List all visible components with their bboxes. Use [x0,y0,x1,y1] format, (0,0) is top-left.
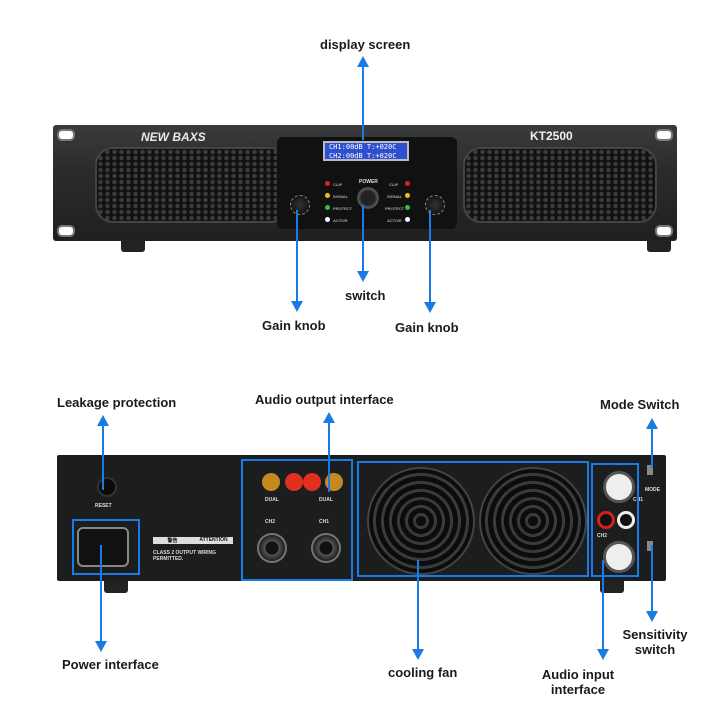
power-interface-highlight [72,519,140,575]
rca-input-white[interactable] [617,511,635,529]
amplifier-front-panel: NEW BAXS KT2500 CH1:00dB T:+020C CH2:00d… [53,125,677,241]
right-vent-grille [463,147,657,223]
speakon-output-ch1[interactable] [311,533,341,563]
arrow-power-interface [95,545,107,652]
label-gain-knob-left: Gain knob [262,318,326,333]
class-note: CLASS 2 OUTPUT WIRING PERMITTED. [153,550,217,562]
led-label: ACTIVE [333,218,348,223]
label-switch: switch [345,288,386,303]
attention-title: ATTENTION [199,537,228,543]
arrow-audio-input [597,560,609,660]
label-audio-input: Audio input interface [540,667,616,697]
signal-led-left [325,193,330,198]
warning-label-area: 警告 ATTENTION CLASS 2 OUTPUT WIRING PERMI… [153,537,233,579]
binding-post[interactable] [285,473,303,491]
protect-led-right [405,205,410,210]
power-label: POWER [359,179,378,185]
amplifier-back-panel: RESET 警告 ATTENTION CLASS 2 OUTPUT WIRING… [57,455,666,581]
arrow-gain-knob-left [291,210,303,312]
xlr-input-ch2[interactable] [603,541,635,573]
model-label: KT2500 [530,129,573,143]
rack-ear-hole [655,129,673,141]
label-display-screen: display screen [320,37,411,52]
label-line: Audio input [541,667,615,682]
rack-ear-hole [57,225,75,237]
clip-led-left [325,181,330,186]
binding-post[interactable] [303,473,321,491]
cooling-fan-right [479,467,587,575]
clip-led-right [405,181,410,186]
binding-post[interactable] [262,473,280,491]
arrow-display-screen [357,56,369,140]
arrow-cooling-fan [412,560,424,660]
label-line: Sensitivity [622,627,688,642]
signal-led-right [405,193,410,198]
arrow-mode-switch [646,418,658,468]
arrow-switch [357,205,369,282]
control-panel: CH1:00dB T:+020C CH2:00dB T:+020C POWER … [277,137,457,229]
rear-foot [600,581,624,593]
dual-label: DUAL [319,497,333,503]
power-inlet[interactable] [77,527,129,567]
led-label: ACTIVE [387,218,402,223]
label-line: interface [550,682,606,697]
dual-label: DUAL [265,497,279,503]
label-power-interface: Power interface [62,657,159,672]
audio-input-highlight [591,463,639,577]
ch1-label: CH1 [319,519,330,525]
xlr-input-ch1[interactable] [603,471,635,503]
label-mode-switch: Mode Switch [600,397,680,412]
reset-label: RESET [95,503,112,509]
label-gain-knob-right: Gain knob [395,320,459,335]
arrow-gain-knob-right [424,210,436,313]
rack-ear-hole [57,129,75,141]
label-audio-output: Audio output interface [255,392,394,407]
cooling-fan-left [367,467,475,575]
rear-foot [104,581,128,593]
power-switch[interactable] [357,187,379,209]
led-label: CLIP [333,182,343,187]
label-leakage-protection: Leakage protection [57,395,177,410]
lcd-line-1: CH1:00dB T:+020C [329,143,397,151]
led-label: SIGNAL [387,194,403,199]
mode-label: MODE [645,487,660,493]
protect-led-left [325,205,330,210]
label-sensitivity-switch: Sensitivity switch [620,627,690,657]
input-ch2-label: CH2 [597,533,608,539]
arrow-audio-output [323,412,335,492]
rca-input-red[interactable] [597,511,615,529]
led-label: PROTECT [333,206,353,211]
label-cooling-fan: cooling fan [388,665,458,680]
front-foot [647,240,671,252]
arrow-sensitivity-switch [646,545,658,622]
lcd-line-2: CH2:00dB T:+020C [329,152,397,160]
left-vent-grille [95,147,289,223]
active-led-left [325,217,330,222]
audio-output-highlight [241,459,353,581]
label-line: switch [634,642,676,657]
display-screen: CH1:00dB T:+020C CH2:00dB T:+020C [323,141,409,161]
rack-ear-hole [655,225,673,237]
brand-logo: NEW BAXS [141,130,206,144]
mode-switch[interactable] [647,465,653,475]
led-label: CLIP [389,182,399,187]
speakon-output-ch2[interactable] [257,533,287,563]
gain-knob-left[interactable] [290,195,310,215]
cooling-fan-highlight [357,461,589,577]
led-label: PROTECT [385,206,405,211]
led-label: SIGNAL [333,194,349,199]
arrow-leakage-protection [97,415,109,490]
active-led-right [405,217,410,222]
front-foot [121,240,145,252]
ch2-label: CH2 [265,519,276,525]
warning-title: 警告 [167,538,178,544]
sensitivity-switch[interactable] [647,541,653,551]
